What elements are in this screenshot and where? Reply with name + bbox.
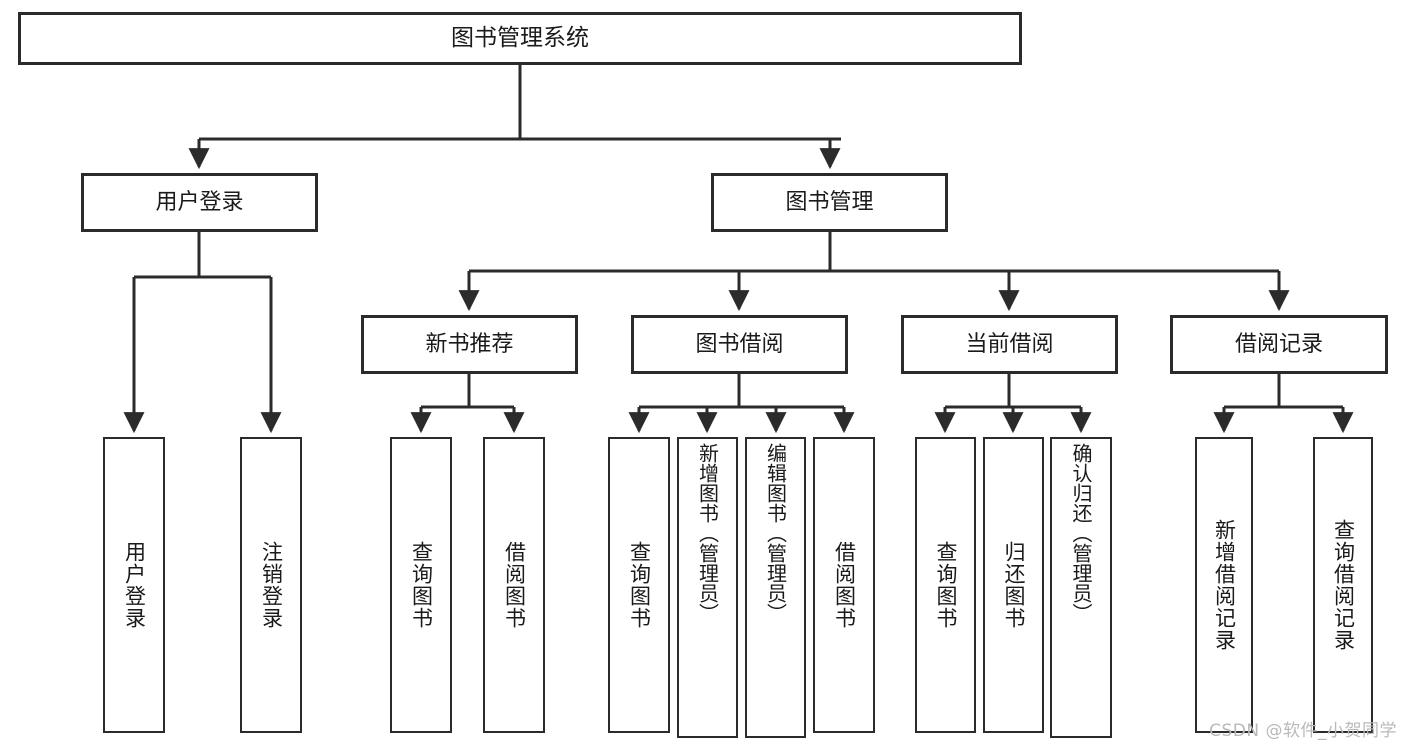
node-leaf-add-book-admin-label: 新增图书（管理员） [695,443,720,623]
node-leaf-add-book-admin[interactable]: 新增图书（管理员） [677,437,738,738]
node-user-login[interactable]: 用户登录 [81,173,318,232]
node-leaf-borrow-book-1[interactable]: 借阅图书 [483,437,545,733]
node-user-login-label: 用户登录 [155,189,244,215]
node-leaf-query-book-2[interactable]: 查询图书 [608,437,670,733]
node-book-management[interactable]: 图书管理 [711,173,948,232]
node-current-borrow-label: 当前借阅 [965,331,1054,357]
node-root[interactable]: 图书管理系统 [18,12,1022,65]
node-leaf-user-logout[interactable]: 注销登录 [240,437,302,733]
node-book-management-label: 图书管理 [785,189,874,215]
node-leaf-confirm-return-admin-label: 确认归还（管理员） [1069,443,1093,623]
node-leaf-return-book-label: 归还图书 [1002,541,1026,629]
node-leaf-query-book-3-label: 查询图书 [934,541,958,629]
node-leaf-user-login-label: 用户登录 [122,541,147,629]
watermark: CSDN @软件_小贺同学 [1209,721,1397,741]
node-leaf-add-borrow-record[interactable]: 新增借阅记录 [1195,437,1253,733]
node-leaf-query-book-1-label: 查询图书 [409,541,434,629]
node-leaf-query-book-1[interactable]: 查询图书 [390,437,452,733]
node-leaf-query-book-2-label: 查询图书 [627,541,652,629]
node-leaf-user-login[interactable]: 用户登录 [103,437,165,733]
node-leaf-confirm-return-admin[interactable]: 确认归还（管理员） [1050,437,1112,738]
node-leaf-query-borrow-record-label: 查询借阅记录 [1331,519,1356,651]
node-leaf-query-book-3[interactable]: 查询图书 [915,437,976,733]
node-book-borrow[interactable]: 图书借阅 [631,315,848,374]
node-leaf-borrow-book-2-label: 借阅图书 [832,541,857,629]
node-leaf-query-borrow-record[interactable]: 查询借阅记录 [1313,437,1373,733]
node-new-book-recommend[interactable]: 新书推荐 [361,315,578,374]
node-borrow-record[interactable]: 借阅记录 [1170,315,1388,374]
node-leaf-borrow-book-1-label: 借阅图书 [502,541,527,629]
node-book-borrow-label: 图书借阅 [695,331,784,357]
node-root-label: 图书管理系统 [451,25,589,51]
node-borrow-record-label: 借阅记录 [1234,331,1323,357]
node-leaf-borrow-book-2[interactable]: 借阅图书 [813,437,875,733]
node-leaf-edit-book-admin-label: 编辑图书（管理员） [763,443,788,623]
node-new-book-recommend-label: 新书推荐 [425,331,514,357]
node-leaf-user-logout-label: 注销登录 [259,541,284,629]
node-leaf-add-borrow-record-label: 新增借阅记录 [1212,519,1237,651]
node-leaf-edit-book-admin[interactable]: 编辑图书（管理员） [745,437,806,738]
node-current-borrow[interactable]: 当前借阅 [901,315,1118,374]
node-leaf-return-book[interactable]: 归还图书 [983,437,1044,733]
